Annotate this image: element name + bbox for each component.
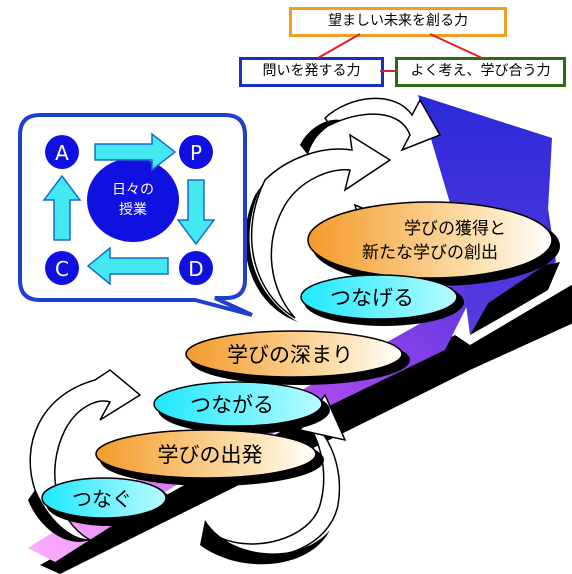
goal-right-box: よく考え、学び合う力 — [395, 57, 566, 87]
node-c-label: C — [55, 257, 69, 281]
swirl-arrow-4 — [324, 97, 442, 152]
cycle-arrow-p-to-d — [176, 179, 216, 246]
node-c — [45, 251, 79, 285]
swirl-arrow-1-shadow — [28, 490, 90, 542]
step-connect1-label: つなぐ — [72, 487, 132, 511]
step-start-label: 学びの出発 — [158, 443, 263, 467]
connector-right — [429, 33, 483, 59]
oval-deepen — [185, 330, 403, 378]
oval-start — [95, 429, 317, 479]
cycle-center-line1: 日々の — [112, 182, 154, 198]
cycle-center-line2: 授業 — [119, 202, 147, 218]
step-ovals: 学びの獲得と 新たな学びの創出 つなげる 学びの深まり つながる 学びの出発 つ… — [41, 201, 560, 526]
pdca-bubble: 日々の 授業 A P D C — [18, 113, 253, 317]
goal-connectors — [317, 33, 483, 72]
oval-connect1 — [41, 477, 167, 519]
node-d — [179, 251, 213, 285]
goal-right-label: よく考え、学び合う力 — [410, 63, 551, 79]
swirl-arrow-2-shadow — [200, 520, 330, 565]
step-acquire-line1: 学びの獲得と — [404, 219, 506, 239]
goal-top-box: 望ましい未来を創る力 — [289, 7, 507, 37]
node-p — [179, 135, 213, 169]
step-deepen-label: 学びの深まり — [227, 343, 353, 367]
oval-connect3 — [300, 274, 458, 320]
oval-acquire — [307, 201, 553, 279]
goal-left-label: 問いを発する力 — [262, 63, 361, 79]
swirl-arrow-4-shadow — [300, 119, 340, 155]
oval-connect2 — [153, 381, 323, 427]
step-connect2-label: つながる — [190, 393, 274, 417]
ribbon-arrowhead-shadow — [470, 262, 560, 335]
swirl-arrow-3-shadow — [245, 185, 298, 322]
node-d-label: D — [188, 257, 203, 281]
cycle-center-circle — [87, 158, 179, 242]
step-acquire-line2: 新たな学びの創出 — [362, 243, 498, 263]
swirl-arrow-3 — [250, 133, 392, 319]
step-connect3-label: つなげる — [330, 286, 414, 310]
node-p-label: P — [190, 141, 202, 165]
goal-top-label: 望ましい未来を創る力 — [328, 13, 468, 29]
cycle-arrow-a-to-p — [94, 132, 177, 172]
node-a-label: A — [55, 141, 69, 165]
node-a — [45, 135, 79, 169]
cycle-arrow-d-to-c — [86, 246, 169, 286]
cycle-arrow-c-to-a — [42, 174, 82, 241]
connector-left — [317, 33, 361, 59]
goal-left-box: 問いを発する力 — [239, 57, 384, 87]
